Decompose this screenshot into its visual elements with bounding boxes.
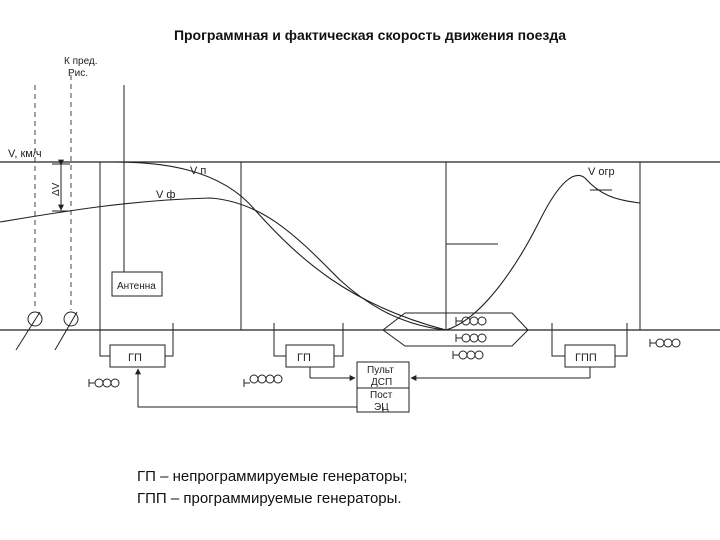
diagram-title: Программная и фактическая скорость движе… xyxy=(174,27,566,43)
v-ogr-label: V огр xyxy=(588,166,615,178)
gpp-label: ГПП xyxy=(575,352,597,364)
pult-post-box xyxy=(356,361,410,413)
actual-speed-curve xyxy=(0,197,447,331)
legend-line-1: ГП – непрограммируемые генераторы; xyxy=(137,468,408,485)
reference-dashed-lines xyxy=(34,75,72,310)
delta-v-label: ΔV xyxy=(51,182,62,196)
gp-2-label: ГП xyxy=(297,352,311,364)
signal-symbol-right xyxy=(649,338,681,348)
section-lines xyxy=(99,85,641,330)
communication-lines xyxy=(135,367,591,412)
gp-2-connections xyxy=(273,330,344,357)
post-label-line1: Пост xyxy=(370,390,393,401)
signal-symbol-mid xyxy=(243,374,283,387)
signal-symbol-junction-bottom xyxy=(452,350,484,360)
pult-label-line2: ДСП xyxy=(371,377,392,388)
speed-sensor-left xyxy=(15,311,43,351)
legend-line-2: ГПП – программируемые генераторы. xyxy=(137,490,402,507)
gpp-connections xyxy=(551,330,628,357)
v-f-label: V ф xyxy=(156,189,175,201)
gp-1-box xyxy=(109,344,166,368)
antenna-label: Антенна xyxy=(117,281,156,292)
junction-outline xyxy=(382,312,529,347)
signal-symbol-junction-mid xyxy=(455,333,487,343)
programmed-speed-curve xyxy=(114,161,447,331)
v-p-label: V п xyxy=(190,165,206,177)
post-label-line2: ЭЦ xyxy=(374,402,389,413)
speed-axis-label: V, км/ч xyxy=(8,148,42,160)
k-pred-label: К пред. xyxy=(64,56,98,67)
pult-label-line1: Пульт xyxy=(367,365,394,376)
gp-1-label: ГП xyxy=(128,352,142,364)
speed-sensor-right xyxy=(54,311,79,351)
signal-symbol-left xyxy=(88,378,120,388)
antenna-box xyxy=(111,271,163,297)
gp-1-connections xyxy=(99,330,174,357)
ris-label: Рис. xyxy=(68,68,88,79)
restriction-speed-curve xyxy=(445,174,641,331)
